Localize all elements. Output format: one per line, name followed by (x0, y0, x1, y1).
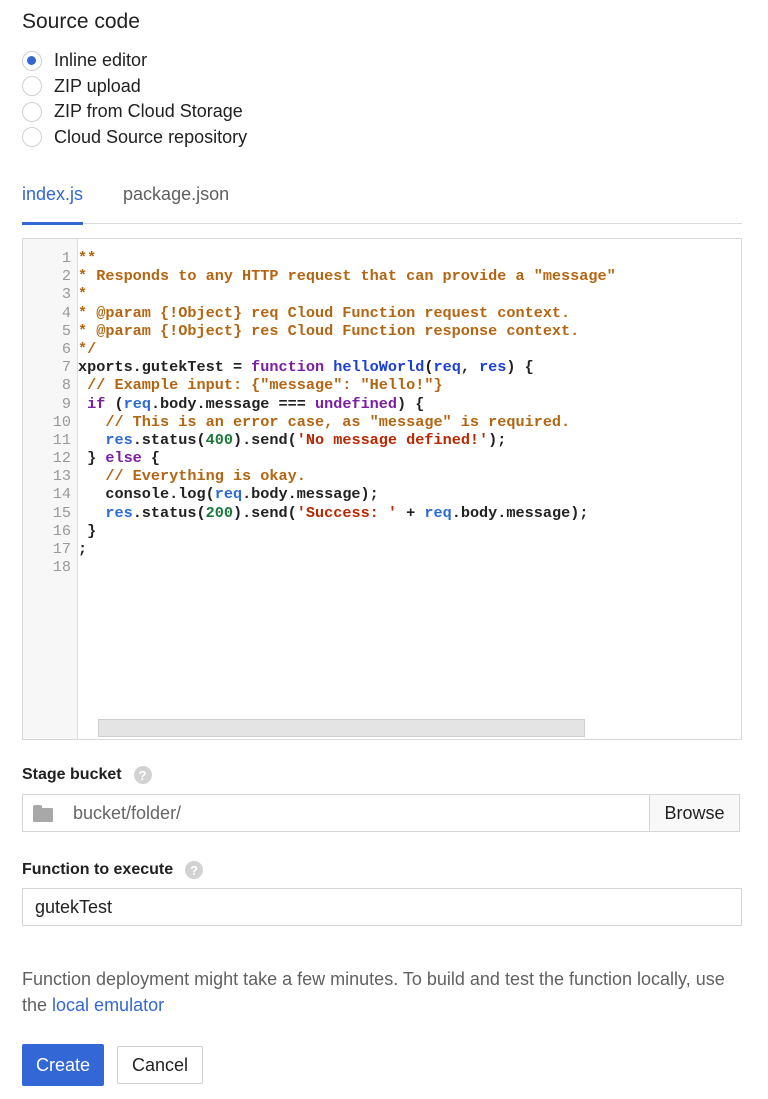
radio-label: Inline editor (54, 50, 148, 71)
line-number: 13 (52, 467, 71, 486)
code-line: 4 * @param {!Object} req Cloud Function r… (23, 304, 741, 322)
code-text: * @param {!Object} res Cloud Function re… (78, 321, 580, 340)
radio-button[interactable] (22, 101, 42, 122)
source-code-title: Source code (22, 10, 140, 33)
code-text: } (78, 521, 97, 540)
code-text: * Responds to any HTTP request that can … (78, 267, 616, 286)
line-number: 17 (52, 540, 71, 558)
code-text: xports.gutekTest = function helloWorld(r… (78, 358, 534, 377)
function-to-execute-label: Function to execute ? (22, 861, 204, 879)
line-number: 16 (52, 521, 71, 540)
stage-bucket-label: Stage bucket ? (22, 766, 152, 784)
horizontal-scrollbar[interactable] (98, 719, 585, 737)
line-number: 7 (61, 358, 71, 377)
code-text: ** (78, 249, 97, 267)
radio-button-checked[interactable] (22, 50, 42, 71)
code-text: res.status(400).send('No message defined… (105, 430, 507, 449)
radio-zip-cloud-storage[interactable]: ZIP from Cloud Storage (22, 99, 247, 125)
code-lines: 1 ** 2 * Responds to any HTTP request that … (23, 249, 741, 576)
help-icon[interactable]: ? (185, 861, 204, 879)
code-line: 5 * @param {!Object} res Cloud Function r… (23, 322, 741, 340)
code-line: 14 console.log(req.body.message); (23, 485, 741, 503)
code-text: ; (78, 540, 88, 558)
code-text (73, 558, 78, 576)
radio-label: Cloud Source repository (54, 126, 248, 147)
line-number: 4 (61, 303, 71, 322)
radio-zip-upload[interactable]: ZIP upload (22, 74, 247, 100)
code-line: 1 ** (23, 249, 741, 267)
code-line: 12 } else { (23, 449, 741, 467)
stage-bucket-field: bucket/folder/ Browse (22, 794, 740, 832)
code-line: 16 } (23, 522, 741, 540)
code-line: 18 (23, 558, 741, 576)
code-line: 7 xports.gutekTest = function helloWorld(… (23, 358, 741, 376)
stage-bucket-label-text: Stage bucket (22, 766, 122, 783)
stage-bucket-value: bucket/folder/ (73, 802, 182, 823)
deployment-note-text: Function deployment might take a few min… (22, 969, 725, 1015)
line-number: 9 (61, 394, 71, 413)
create-button[interactable]: Create (22, 1044, 104, 1086)
line-number: 6 (61, 339, 71, 358)
code-line: 11 res.status(400).send('No message defi… (23, 431, 741, 449)
source-code-radio-group: Inline editor ZIP upload ZIP from Cloud … (22, 48, 247, 150)
code-text: console.log(req.body.message); (78, 485, 379, 504)
code-line: 8 // Example input: {"message": "Hello!"… (23, 376, 741, 394)
radio-cloud-source-repository[interactable]: Cloud Source repository (22, 125, 247, 151)
code-text: } else { (78, 449, 161, 468)
line-number: 1 (61, 249, 71, 267)
line-number: 14 (52, 485, 71, 504)
line-number-gutter (23, 239, 78, 739)
code-line: 9 if (req.body.message === undefined) { (23, 395, 741, 413)
code-line: 2 * Responds to any HTTP request that can… (23, 267, 741, 285)
code-line: 10 // This is an error case, as "message… (23, 413, 741, 431)
function-to-execute-input[interactable]: gutekTest (22, 888, 742, 926)
code-text: // This is an error case, as "message" i… (78, 412, 571, 431)
line-number: 15 (52, 503, 71, 522)
line-number: 3 (61, 285, 71, 304)
code-text: // Everything is okay. (78, 467, 306, 486)
line-number: 11 (52, 430, 71, 449)
code-line: 13 // Everything is okay. (23, 467, 741, 485)
file-tabs: index.js package.json (22, 178, 742, 225)
code-line: 3* (23, 285, 741, 303)
code-line: 15 res.status(200).send('Success: ' + re… (23, 504, 741, 522)
line-number: 5 (61, 321, 71, 340)
radio-label: ZIP from Cloud Storage (54, 101, 243, 122)
cancel-button[interactable]: Cancel (117, 1046, 203, 1084)
radio-button[interactable] (22, 76, 42, 97)
tab-package-json[interactable]: package.json (123, 184, 230, 204)
line-number: 8 (61, 376, 71, 395)
code-text: */ (78, 339, 97, 358)
line-number: 2 (61, 267, 71, 286)
code-text: * @param {!Object} req Cloud Function re… (78, 303, 571, 322)
tab-index-js[interactable]: index.js (22, 178, 84, 225)
code-line: 17; (23, 540, 741, 558)
line-number: 10 (52, 412, 71, 431)
code-text: res.status(200).send('Success: ' + req.b… (105, 503, 589, 522)
code-editor[interactable]: 1 ** 2 * Responds to any HTTP request that … (22, 238, 742, 740)
code-text: if (req.body.message === undefined) { (87, 394, 425, 413)
deployment-note: Function deployment might take a few min… (22, 967, 742, 1018)
line-number: 18 (52, 558, 71, 577)
folder-icon (33, 804, 55, 822)
radio-label: ZIP upload (54, 75, 141, 96)
help-icon[interactable]: ? (133, 766, 152, 784)
stage-bucket-input[interactable]: bucket/folder/ (23, 795, 649, 831)
code-text: * (78, 285, 88, 304)
line-number: 12 (52, 449, 71, 468)
radio-inline-editor[interactable]: Inline editor (22, 48, 247, 74)
code-text: // Example input: {"message": "Hello!"} (78, 376, 443, 395)
local-emulator-link[interactable]: local emulator (52, 994, 165, 1015)
function-to-execute-label-text: Function to execute (22, 861, 174, 878)
browse-button[interactable]: Browse (649, 795, 739, 831)
code-line: 6 */ (23, 340, 741, 358)
radio-button[interactable] (22, 127, 42, 148)
